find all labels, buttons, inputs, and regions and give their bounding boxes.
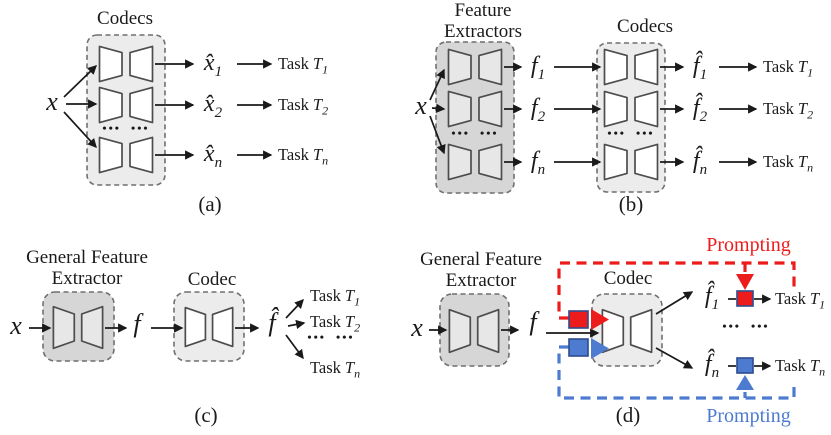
arrow [285, 298, 304, 319]
blue-arrowhead-right [591, 338, 609, 359]
arrow [655, 291, 694, 315]
fig-c-graphics [29, 291, 306, 362]
arrow [429, 68, 445, 101]
blue-prompting-path [557, 345, 796, 400]
fig-b-graphics [429, 41, 758, 194]
arrow [431, 103, 446, 113]
red-prompt-square [568, 310, 589, 329]
blue-arrowhead-up [736, 375, 754, 390]
fig-a-graphics [63, 34, 273, 186]
arrow [285, 334, 304, 360]
arrow [287, 319, 306, 330]
arrow [63, 65, 98, 98]
blue-prompt-square [568, 338, 589, 357]
red-arrowhead-right [591, 309, 609, 330]
fig-d-graphics [429, 261, 796, 400]
red-arrowhead-down [736, 274, 754, 290]
arrow [655, 347, 694, 369]
red-prompt-square [736, 290, 754, 307]
red-prompting-path [557, 261, 796, 320]
arrow [63, 111, 97, 149]
blue-prompt-square [736, 357, 754, 374]
arrow [429, 115, 446, 155]
